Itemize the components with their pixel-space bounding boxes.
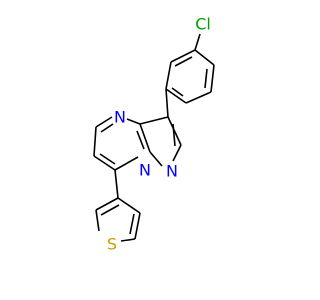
bond [204, 68, 208, 89]
bond [100, 123, 114, 133]
bond [136, 130, 145, 150]
bond [95, 116, 113, 128]
molecule-drawing: Cl N N N S [93, 15, 215, 254]
bond [117, 197, 141, 214]
sulfur-atom-label: S [107, 235, 117, 254]
bond [114, 156, 139, 171]
bond [95, 197, 119, 211]
atom-labels: Cl N N N S [107, 15, 211, 254]
bond [149, 151, 163, 167]
bond [93, 155, 116, 171]
bond [129, 213, 135, 235]
bond [95, 209, 100, 232]
bond [114, 169, 119, 199]
chlorine-atom-label: Cl [195, 15, 211, 34]
nitrogen-atom-label: N [166, 162, 178, 181]
molecule-structure-canvas: Cl N N N S [93, 14, 215, 254]
bond [170, 49, 196, 63]
nitrogen-atom-label: N [114, 108, 126, 127]
bond [93, 126, 97, 157]
bond [100, 204, 120, 216]
bond [172, 123, 176, 147]
bond [165, 88, 187, 104]
nitrogen-atom-label: N [139, 161, 151, 180]
bond [139, 116, 169, 125]
bond [194, 49, 215, 66]
bond [165, 88, 169, 118]
bond [194, 33, 201, 51]
bond [172, 144, 182, 162]
bond [185, 91, 212, 104]
bond [167, 116, 182, 146]
bond [171, 87, 184, 97]
bond [120, 238, 136, 242]
bond [139, 123, 151, 153]
bond [99, 153, 116, 165]
bond [174, 56, 193, 67]
bond [210, 64, 215, 93]
bonds [93, 33, 215, 242]
bond [134, 212, 141, 240]
bond [165, 61, 172, 90]
bond [126, 118, 141, 125]
